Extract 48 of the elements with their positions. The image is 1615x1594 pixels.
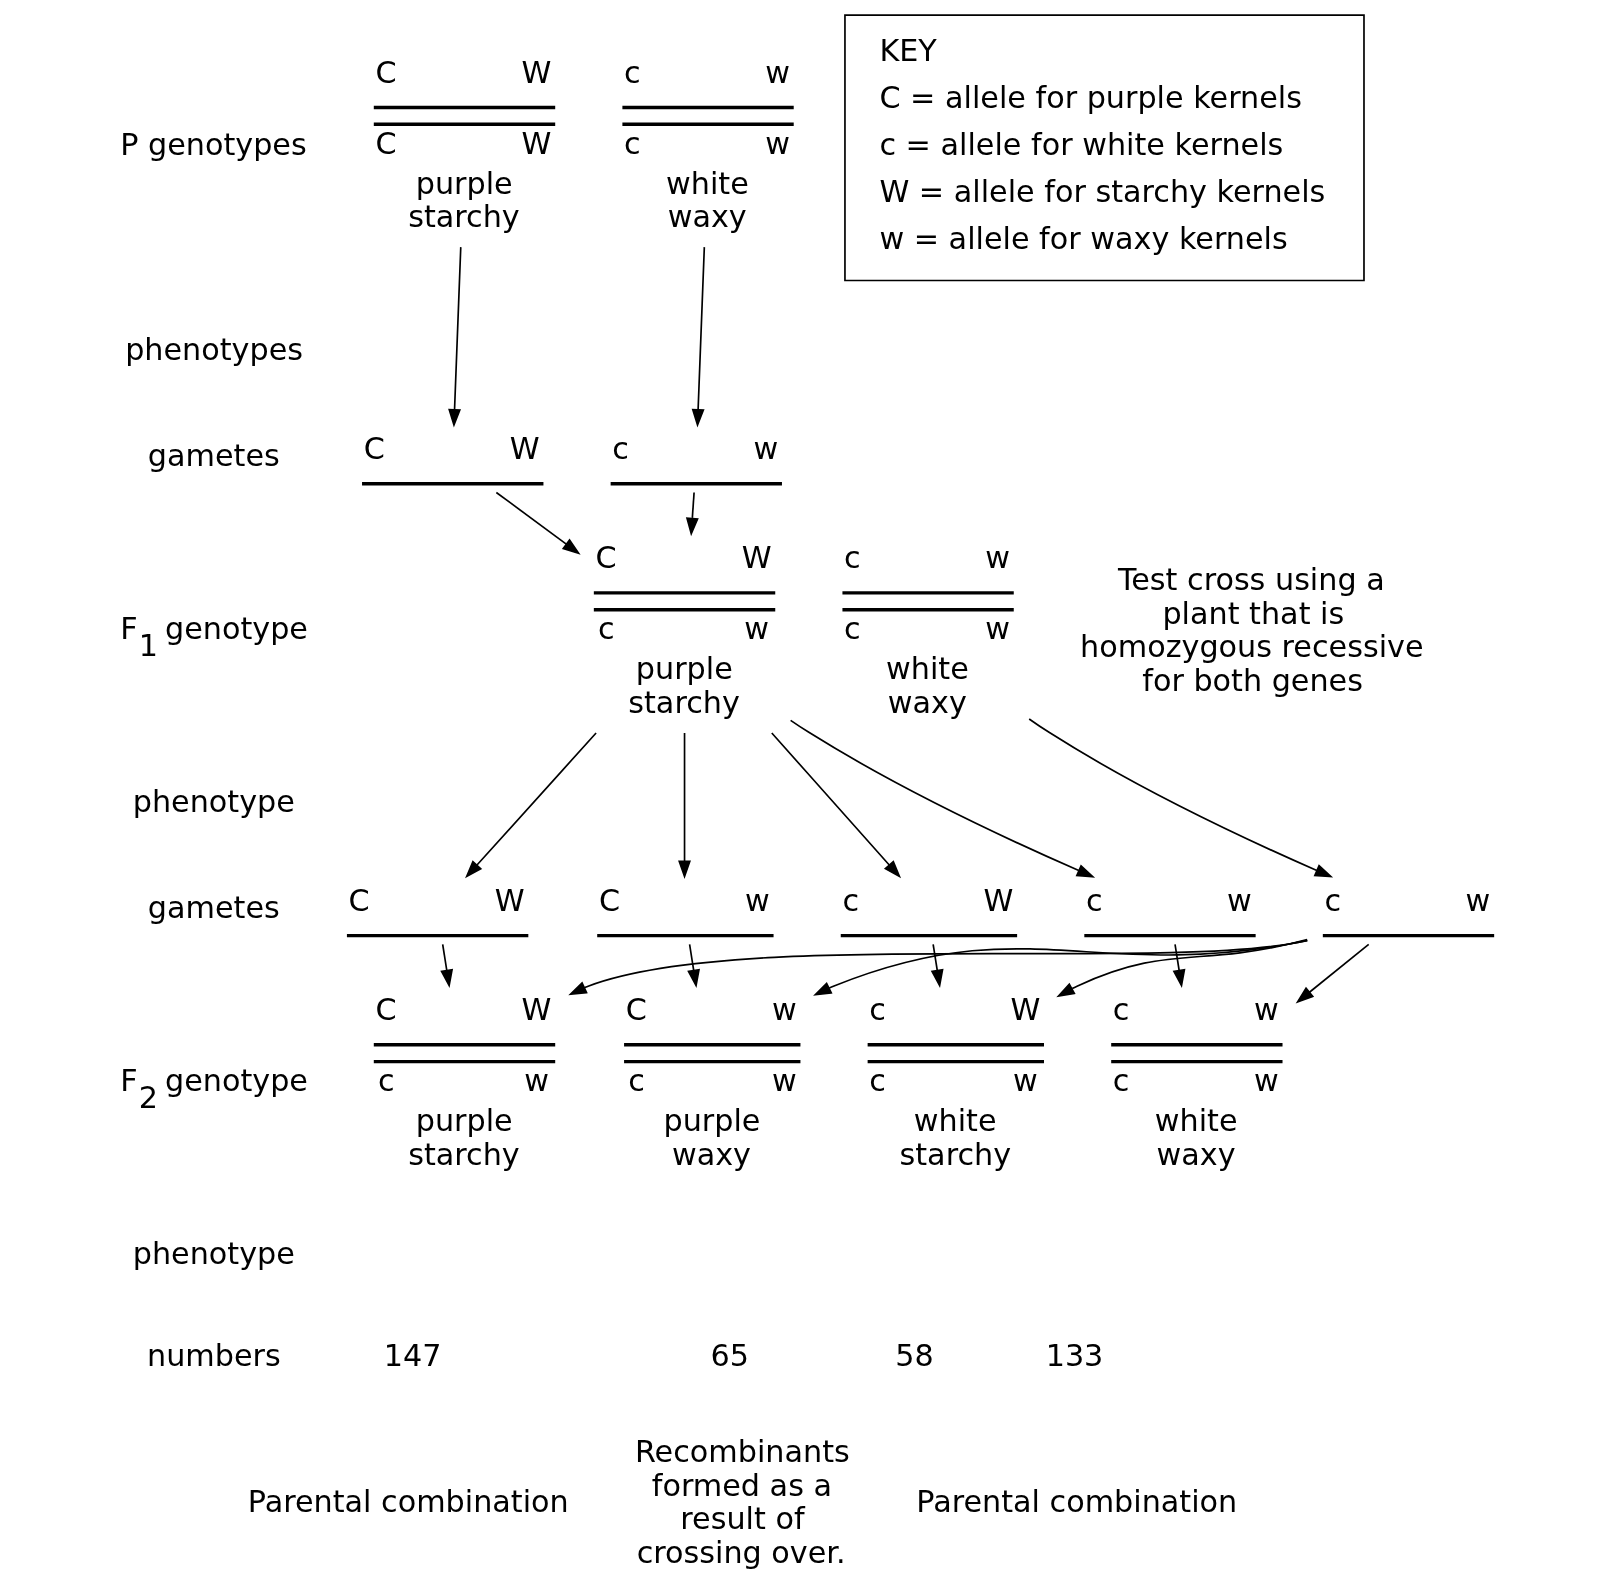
arrow [677, 732, 691, 879]
arrow [495, 491, 581, 555]
node-text: C w c w purple waxy [625, 992, 797, 1172]
node-text: c w [1085, 883, 1252, 919]
arrow [770, 732, 901, 879]
node-text: C W [348, 883, 525, 919]
arrow [789, 719, 1095, 878]
label: 147 [383, 1338, 442, 1374]
label: 58 [894, 1338, 934, 1374]
label: Parental combination [915, 1484, 1237, 1520]
node-text: c w c w white waxy [1112, 992, 1279, 1172]
arrow [686, 943, 700, 989]
label: 133 [1045, 1338, 1103, 1374]
node-text: C W c w purple starchy [595, 540, 772, 720]
arrow [930, 943, 944, 989]
node-text: c w [1324, 883, 1490, 919]
label: phenotype [132, 783, 295, 819]
arrow [1055, 938, 1308, 998]
arrow [439, 943, 453, 989]
arrow [812, 939, 1308, 996]
node-text: c w c w white waxy [623, 54, 790, 235]
label: Parental combination [247, 1484, 569, 1520]
arrow [567, 939, 1308, 996]
label: numbers [146, 1338, 281, 1374]
arrow [1172, 943, 1185, 989]
arrow [447, 246, 462, 428]
node-box: KEY C = allele for purple kernels c = allele for white kernels W = allele for starchy kernels w = allele for waxy kernels [843, 14, 1365, 282]
label: Recombinants formed as a result of crossing over. [634, 1434, 850, 1570]
node-text: c W c w white starchy [868, 992, 1040, 1172]
node-text: C W C W purple starchy [374, 54, 551, 235]
arrow [1295, 943, 1370, 1004]
node-text: c w c w white waxy [843, 540, 1010, 720]
arrow [464, 732, 597, 879]
node-text: c W [841, 883, 1013, 919]
label: gametes [147, 437, 280, 473]
node-text: c w [611, 431, 778, 467]
arrow [1027, 718, 1333, 878]
node-label: Test cross using a plant that is homozygous recessive for both genes [1079, 562, 1424, 699]
label: phenotype [132, 1235, 295, 1271]
label: P genotypes [119, 127, 307, 163]
node-text: C W c w purple starchy [374, 992, 551, 1172]
arrow [685, 491, 699, 537]
node-text: C W [363, 431, 540, 467]
node-text: C w [598, 883, 770, 919]
label: phenotypes [124, 332, 303, 368]
arrow [691, 246, 705, 428]
label: 65 [710, 1338, 749, 1374]
label: gametes [147, 889, 280, 925]
